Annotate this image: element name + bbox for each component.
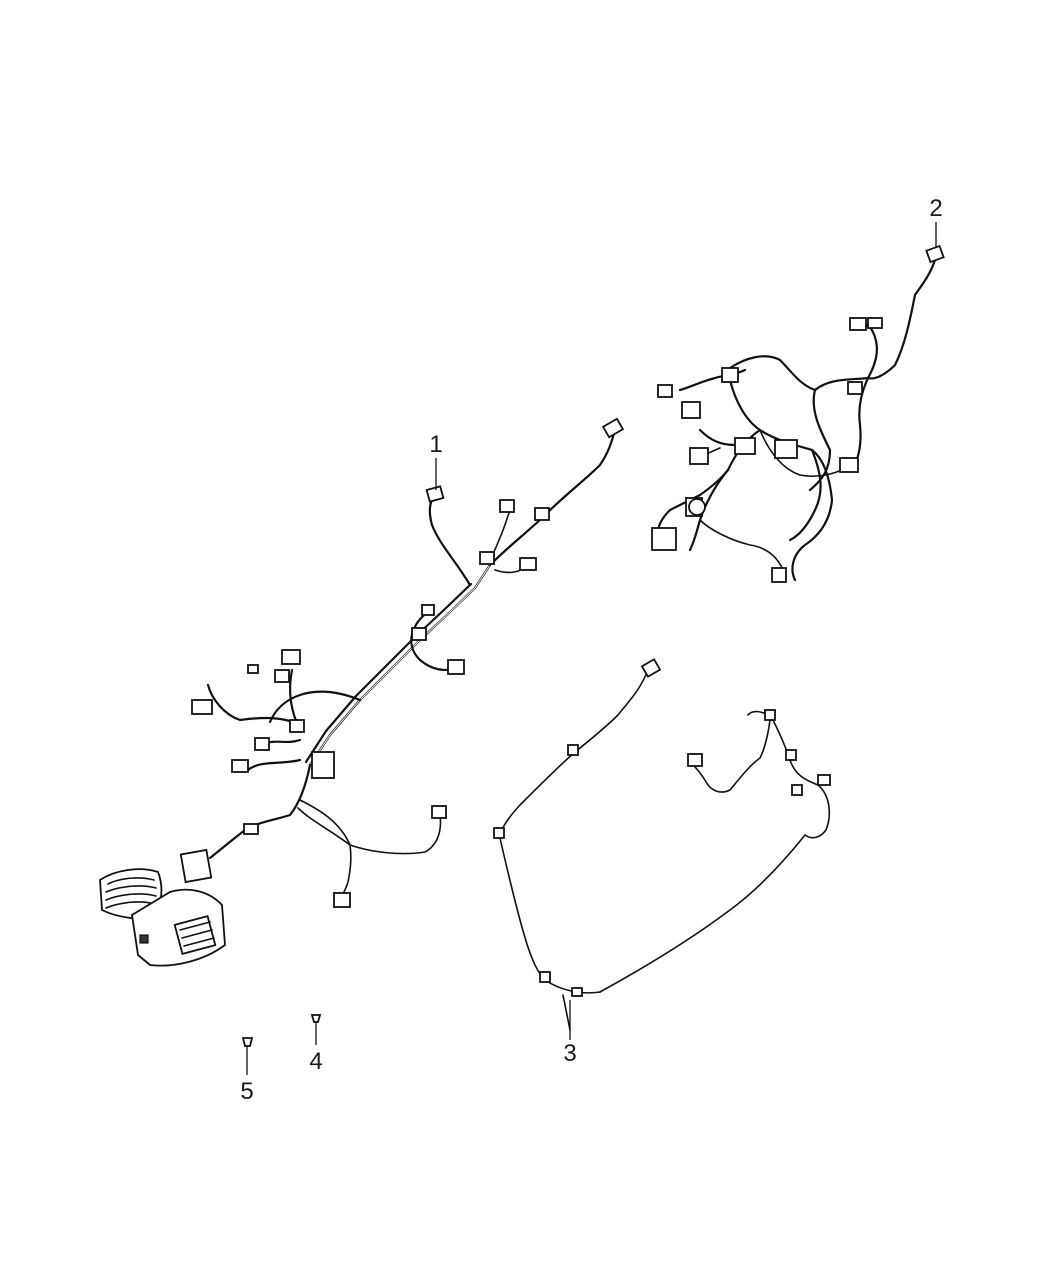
callout-1[interactable]: 1	[429, 431, 442, 458]
wiring-harness-1[interactable]	[99, 417, 625, 967]
wiring-harness-3[interactable]	[493, 658, 831, 1031]
callout-3[interactable]: 3	[563, 1040, 576, 1067]
callout-5[interactable]: 5	[240, 1078, 253, 1105]
callout-2[interactable]: 2	[929, 195, 942, 222]
clip-part-4[interactable]	[310, 1014, 322, 1045]
wiring-harness-2[interactable]	[651, 244, 945, 583]
clip-part-5[interactable]	[241, 1037, 254, 1075]
callout-4[interactable]: 4	[309, 1048, 322, 1075]
